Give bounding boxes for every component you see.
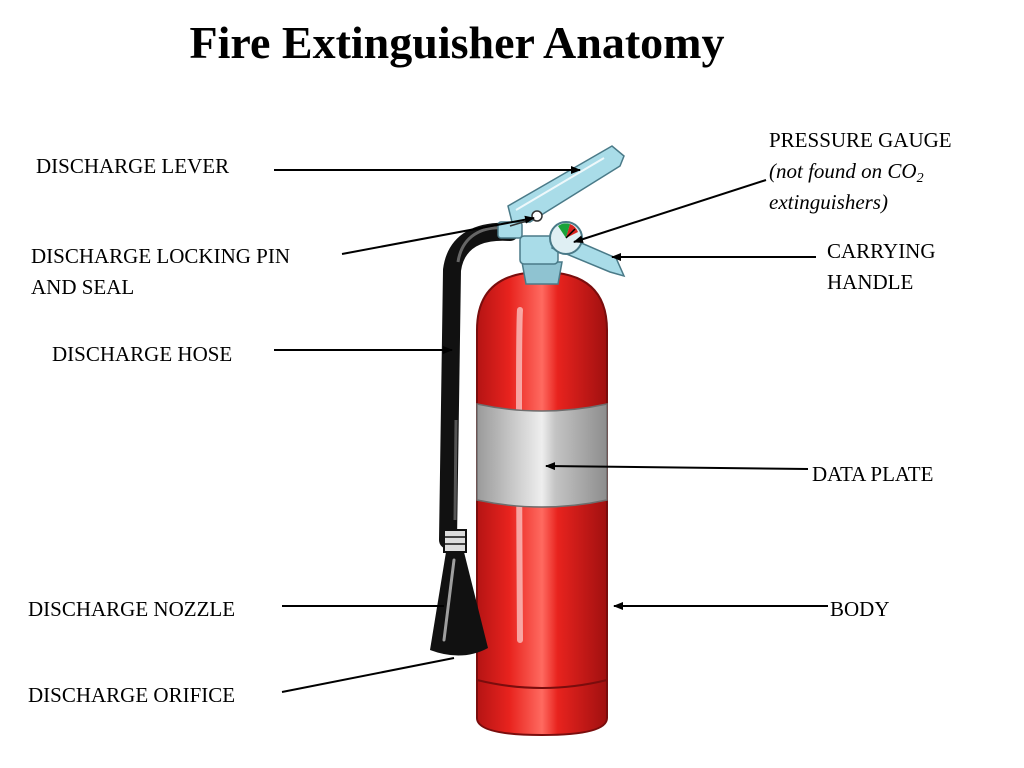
label-discharge-nozzle: DISCHARGE NOZZLE: [28, 594, 235, 625]
label-locking-pin-line1: DISCHARGE LOCKING PIN: [31, 244, 291, 268]
page-title: Fire Extinguisher Anatomy: [189, 17, 725, 68]
label-pressure-gauge-text: PRESSURE GAUGE: [769, 128, 952, 152]
label-carrying-handle: CARRYING HANDLE: [827, 236, 936, 298]
leader-pressure-gauge: [573, 179, 767, 244]
label-gauge-note-line2: extinguishers): [769, 190, 888, 214]
label-data-plate: DATA PLATE: [812, 459, 933, 490]
label-pressure-gauge: PRESSURE GAUGE (not found on CO2 extingu…: [769, 125, 952, 218]
label-gauge-note-sub: 2: [916, 171, 924, 186]
label-body: BODY: [830, 594, 890, 625]
label-discharge-nozzle-text: DISCHARGE NOZZLE: [28, 597, 236, 621]
label-carrying-handle-line1: CARRYING: [827, 239, 936, 263]
leader-data-plate: [545, 462, 809, 471]
pressure-gauge-shape: [549, 221, 583, 255]
label-discharge-lever-text: DISCHARGE LEVER: [36, 154, 230, 178]
leader-locking-pin: [341, 215, 535, 255]
label-discharge-lever: DISCHARGE LEVER: [36, 151, 229, 182]
label-discharge-hose-text: DISCHARGE HOSE: [52, 342, 233, 366]
label-locking-pin-line2: AND SEAL: [31, 275, 135, 299]
label-data-plate-text: DATA PLATE: [812, 462, 934, 486]
label-discharge-orifice: DISCHARGE ORIFICE: [28, 680, 235, 711]
label-discharge-orifice-text: DISCHARGE ORIFICE: [28, 683, 236, 707]
label-discharge-locking-pin: DISCHARGE LOCKING PIN AND SEAL: [31, 241, 290, 303]
data-plate-shape: [476, 403, 608, 508]
label-body-text: BODY: [830, 597, 890, 621]
leader-discharge-orifice: [281, 657, 455, 693]
leader-lines: [274, 166, 828, 693]
label-gauge-note-line1: (not found on CO2: [769, 156, 952, 187]
label-gauge-note-prefix: (not found on CO: [769, 159, 917, 183]
label-carrying-handle-line2: HANDLE: [827, 270, 914, 294]
discharge-lever-shape: [507, 145, 625, 223]
discharge-nozzle-shape: [430, 529, 488, 656]
label-discharge-hose: DISCHARGE HOSE: [52, 339, 232, 370]
